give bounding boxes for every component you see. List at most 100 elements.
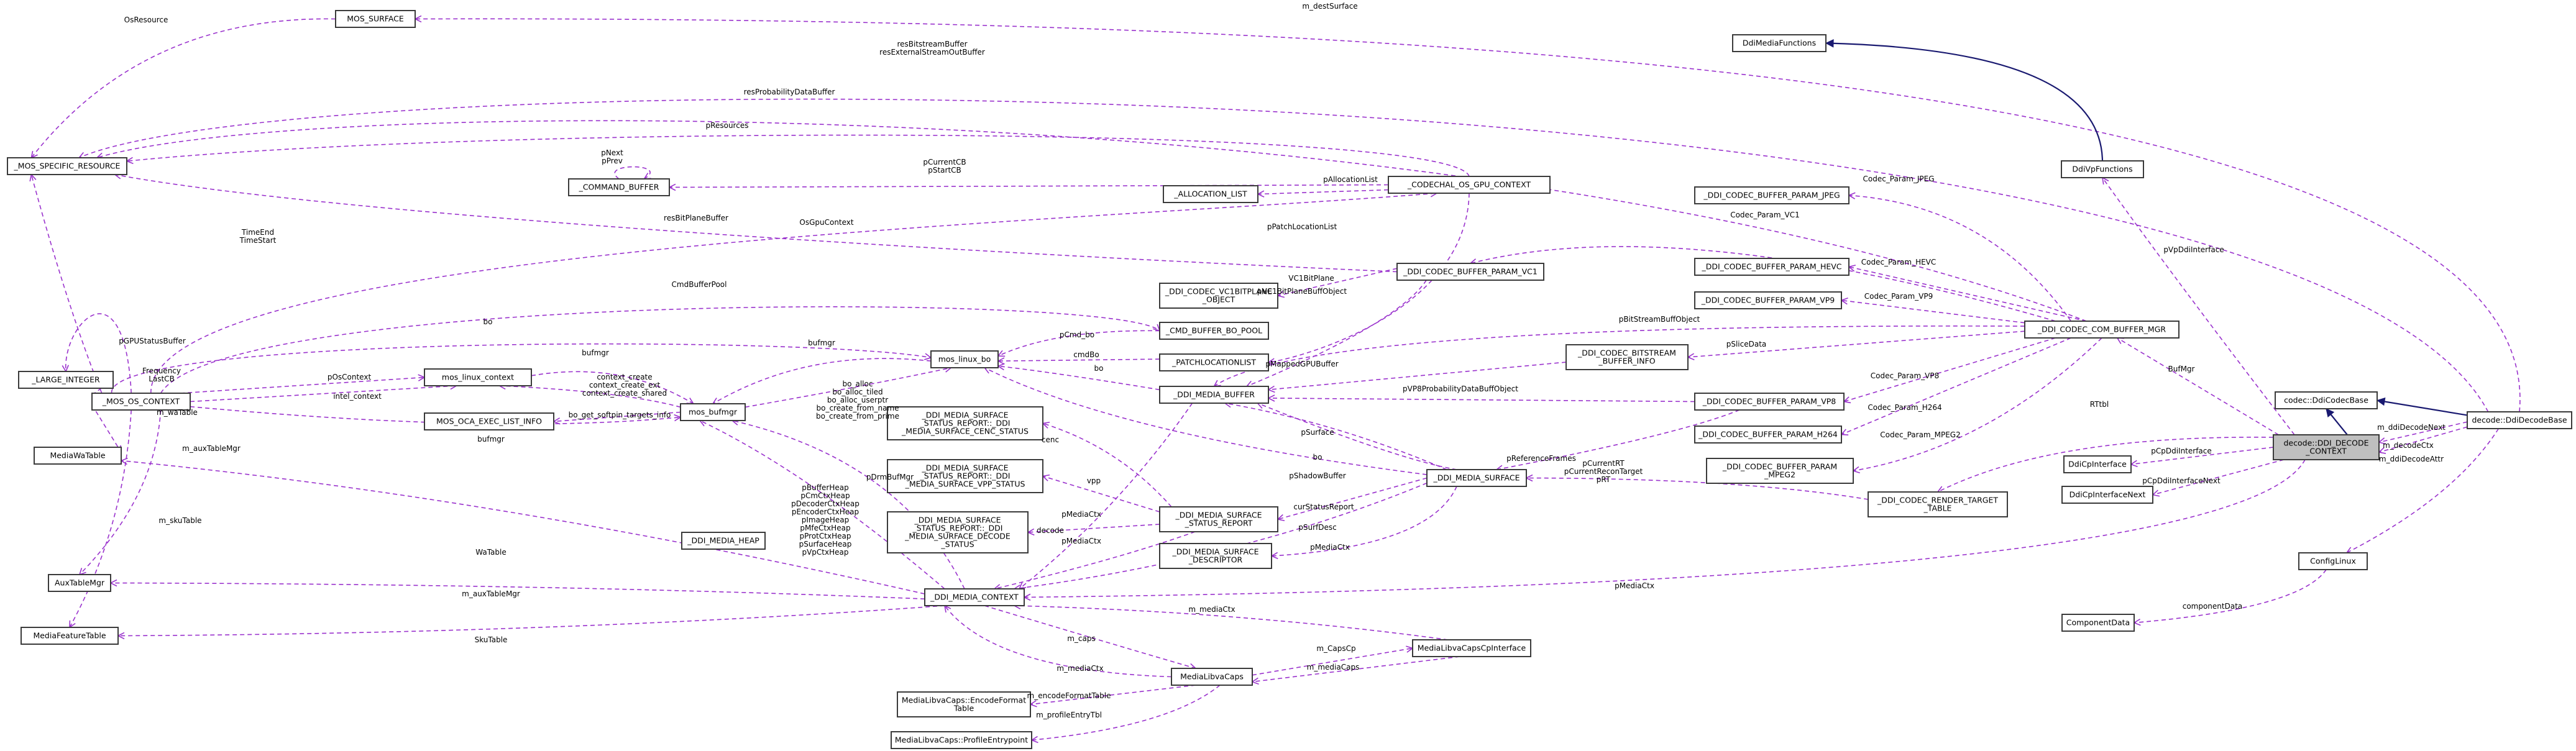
- node-buffer-param-vp8[interactable]: _DDI_CODEC_BUFFER_PARAM_VP8: [1694, 393, 1845, 411]
- node-ddi-media-surface[interactable]: _DDI_MEDIA_SURFACE: [1426, 469, 1527, 487]
- node-render-target-table[interactable]: _DDI_CODEC_RENDER_TARGET_TABLE: [1868, 491, 2008, 517]
- node-buffer-param-vc1[interactable]: _DDI_CODEC_BUFFER_PARAM_VC1: [1396, 263, 1544, 281]
- node-media-libva-caps-cp-interface[interactable]: MediaLibvaCapsCpInterface: [1412, 639, 1531, 657]
- node-allocation-list[interactable]: _ALLOCATION_LIST: [1163, 185, 1258, 203]
- edge-label: context_create_shared: [582, 389, 667, 398]
- node-box: [1694, 393, 1845, 411]
- edge-label: pVC1BitPlaneBuffObject: [1257, 287, 1347, 296]
- node-buffer-param-vp9[interactable]: _DDI_CODEC_BUFFER_PARAM_VP9: [1694, 291, 1842, 309]
- edge-label: Codec_Param_JPEG: [1863, 175, 1934, 183]
- node-label: _MEDIA_SURFACE_VPP_STATUS: [905, 480, 1025, 489]
- edge-codec-param-mpeg2: [1853, 337, 2102, 471]
- node-label: _BUFFER_INFO: [1598, 357, 1655, 366]
- edge-bufmgr: [2117, 338, 2279, 435]
- node-ddi-cp-interface[interactable]: DdiCpInterface: [2063, 455, 2132, 473]
- node-buffer-param-jpeg[interactable]: _DDI_CODEC_BUFFER_PARAM_JPEG: [1694, 186, 1849, 204]
- edge-label: pCurrentReconTarget: [1564, 467, 1643, 476]
- node-config-linux[interactable]: ConfigLinux: [2298, 552, 2368, 570]
- node-ddi-media-context[interactable]: _DDI_MEDIA_CONTEXT: [924, 588, 1025, 606]
- node-aux-table-mgr[interactable]: AuxTableMgr: [48, 574, 111, 592]
- edge-pallocationlist: [1258, 189, 1389, 194]
- edge-label: TimeStart: [239, 236, 277, 245]
- node-component-data[interactable]: ComponentData: [2061, 614, 2135, 632]
- edges-layer: [31, 19, 2521, 740]
- node-label: _PATCHLOCATIONLIST: [1171, 358, 1256, 367]
- node-label: MediaLibvaCaps: [1180, 672, 1244, 681]
- edge-psurfdesc: [1272, 486, 1457, 556]
- node-com-buffer-mgr[interactable]: _DDI_CODEC_COM_BUFFER_MGR: [2024, 321, 2180, 339]
- node-box: [1171, 668, 1253, 686]
- edge-bufmgr-bo: [713, 358, 932, 404]
- edge-label: pMediaCtx: [1310, 543, 1350, 552]
- edge-rttbl: [1938, 437, 2274, 492]
- node-mos-os-context[interactable]: _MOS_OS_CONTEXT: [91, 393, 191, 411]
- node-label: _DDI_CODEC_BUFFER_PARAM_VC1: [1403, 267, 1538, 276]
- edge-label: bo_alloc: [843, 380, 873, 388]
- edge-label: pMediaCtx: [1615, 581, 1654, 590]
- node-box: [424, 412, 554, 430]
- edge-pvc1bitplanebuffobject: [1247, 280, 1427, 386]
- node-ddi-decode-context[interactable]: decode::DDI_DECODE_CONTEXT: [2273, 434, 2380, 460]
- node-box: [2298, 552, 2368, 570]
- edge-label: vpp: [1087, 476, 1101, 485]
- edge-labels-layer: m_destSurfaceOsResourceresBitstreamBuffe…: [119, 2, 2445, 719]
- node-ddi-cp-interface-next[interactable]: DdiCpInterfaceNext: [2061, 486, 2153, 504]
- node-buffer-param-mpeg2[interactable]: _DDI_CODEC_BUFFER_PARAM_MPEG2: [1706, 458, 1854, 484]
- edge-label: Frequency: [142, 366, 181, 375]
- node-surface-descriptor[interactable]: _DDI_MEDIA_SURFACE_DESCRIPTOR: [1159, 543, 1272, 569]
- edge-label: bo: [1313, 453, 1322, 462]
- edge-bo-alloc: [745, 368, 951, 408]
- inheritance-edge: [1826, 43, 2104, 162]
- node-mos-specific-resource[interactable]: _MOS_SPECIFIC_RESOURCE: [7, 157, 127, 175]
- node-label: MediaLibvaCapsCpInterface: [1418, 644, 1526, 653]
- node-vc1bitplane-object[interactable]: _DDI_CODEC_VC1BITPLANE_OBJECT: [1159, 283, 1278, 309]
- node-mos-linux-context[interactable]: mos_linux_context: [424, 368, 532, 386]
- node-mos-oca-exec-list-info[interactable]: MOS_OCA_EXEC_LIST_INFO: [424, 412, 554, 430]
- node-buffer-param-hevc[interactable]: _DDI_CODEC_BUFFER_PARAM_HEVC: [1694, 258, 1849, 276]
- edge-label: pStartCB: [928, 166, 961, 175]
- node-surface-status-report[interactable]: _DDI_MEDIA_SURFACE_STATUS_REPORT: [1159, 506, 1278, 532]
- node-mos-surface[interactable]: MOS_SURFACE: [335, 10, 416, 28]
- edge-label: m_auxTableMgr: [462, 589, 520, 598]
- node-codechal-os-gpu-context[interactable]: _CODECHAL_OS_GPU_CONTEXT: [1388, 176, 1551, 194]
- node-ddi-media-buffer[interactable]: _DDI_MEDIA_BUFFER: [1159, 386, 1269, 404]
- nodes-layer: MOS_SURFACE _MOS_SPECIFIC_RESOURCE _COMMAN…: [7, 10, 2572, 749]
- edge-label: pShadowBuffer: [1289, 471, 1345, 480]
- node-media-wa-table[interactable]: MediaWaTable: [34, 447, 122, 465]
- node-command-buffer[interactable]: _COMMAND_BUFFER: [568, 178, 670, 196]
- edge-m-profileentrytbl: [1032, 685, 1221, 740]
- node-label: _MEDIA_SURFACE_DECODE: [904, 532, 1011, 541]
- node-ddi-codec-base[interactable]: codec::DdiCodecBase: [2275, 391, 2378, 409]
- node-mos-bufmgr[interactable]: mos_bufmgr: [680, 403, 746, 421]
- edge-m-caps: [984, 605, 1196, 668]
- node-ddi-media-heap[interactable]: _DDI_MEDIA_HEAP: [681, 532, 766, 550]
- edge-m-ddidecodenext: [2379, 421, 2468, 442]
- node-media-libva-caps[interactable]: MediaLibvaCaps: [1171, 668, 1253, 686]
- node-bitstream-buffer-info[interactable]: _DDI_CODEC_BITSTREAM_BUFFER_INFO: [1565, 344, 1689, 370]
- edge-label: pCmd_bo: [1060, 330, 1094, 339]
- edge-label: curStatusReport: [1293, 503, 1354, 511]
- node-large-integer[interactable]: _LARGE_INTEGER: [18, 371, 114, 389]
- node-patchlocationlist[interactable]: _PATCHLOCATIONLIST: [1159, 353, 1269, 371]
- node-caps-profile-entrypoint[interactable]: MediaLibvaCaps::ProfileEntrypoint: [891, 731, 1032, 749]
- node-buffer-param-h264[interactable]: _DDI_CODEC_BUFFER_PARAM_H264: [1694, 426, 1842, 444]
- edge-label: pGPUStatusBuffer: [119, 337, 186, 345]
- node-ddi-vp-functions[interactable]: DdiVpFunctions: [2061, 160, 2144, 178]
- node-ddi-media-functions[interactable]: DdiMediaFunctions: [1732, 34, 1827, 52]
- node-surface-status-report-vpp[interactable]: _DDI_MEDIA_SURFACE_STATUS_REPORT::_DDI_M…: [887, 459, 1043, 493]
- node-ddi-decode-base[interactable]: decode::DdiDecodeBase: [2467, 411, 2572, 429]
- edge-codec-param-jpeg: [1849, 196, 2072, 322]
- node-mos-linux-bo[interactable]: mos_linux_bo: [930, 350, 999, 368]
- inheritance-edge: [2377, 401, 2468, 416]
- node-label: mos_linux_context: [442, 373, 514, 382]
- node-label: _STATUS_REPORT: [1185, 519, 1253, 528]
- node-surface-status-report-decode[interactable]: _DDI_MEDIA_SURFACE_STATUS_REPORT::_DDI_M…: [887, 511, 1029, 553]
- node-label: _LARGE_INTEGER: [31, 375, 100, 385]
- edge-cmdbo: [998, 359, 1160, 361]
- node-cmd-buffer-bo-pool[interactable]: _CMD_BUFFER_BO_POOL: [1159, 322, 1269, 340]
- edge-label: BufMgr: [2168, 365, 2195, 373]
- node-surface-status-report-cenc[interactable]: _DDI_MEDIA_SURFACE_STATUS_REPORT::_DDI_M…: [887, 406, 1043, 440]
- edge-curstatusreport: [1278, 477, 1428, 520]
- node-media-feature-table[interactable]: MediaFeatureTable: [21, 627, 119, 645]
